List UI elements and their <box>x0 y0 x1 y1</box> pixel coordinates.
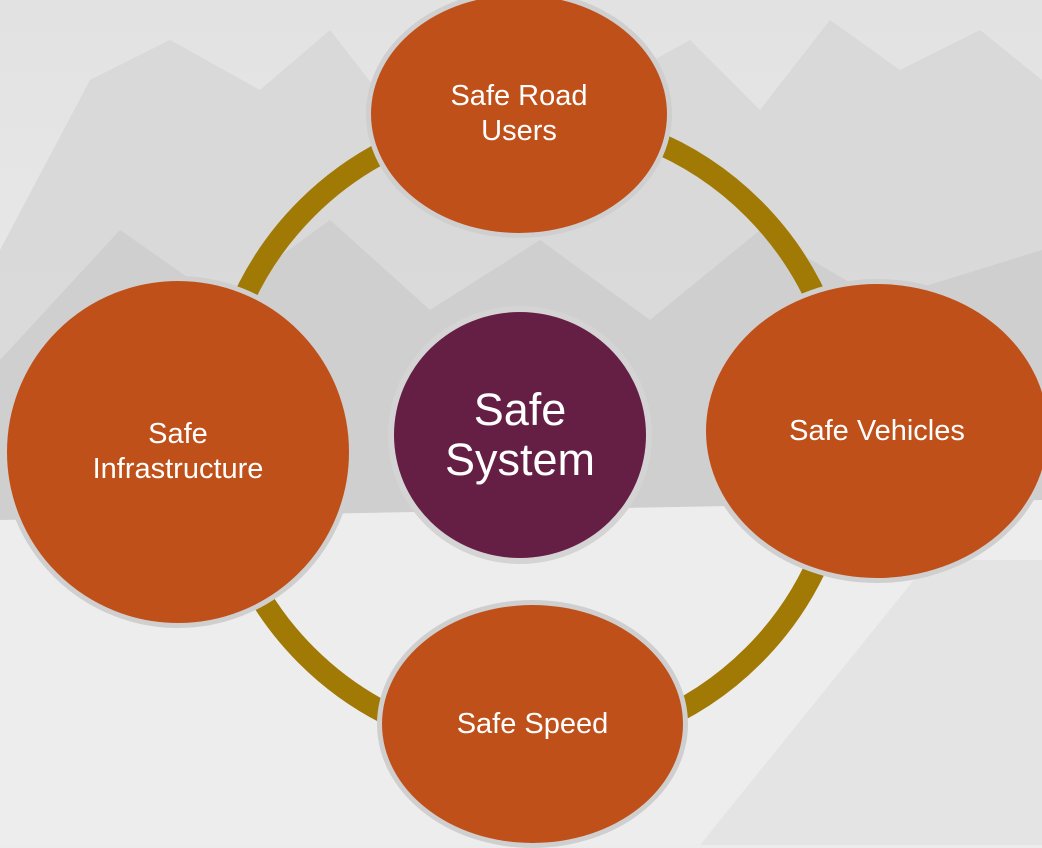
node-safe-infrastructure: Safe Infrastructure <box>2 276 354 628</box>
node-safe-vehicles: Safe Vehicles <box>701 279 1042 583</box>
center-label: Safe System <box>444 383 596 485</box>
node-label: Safe Road Users <box>450 80 588 147</box>
node-label: Safe Speed <box>456 707 609 740</box>
node-safe-system-center: Safe System <box>388 306 652 564</box>
node-label: Safe Vehicles <box>789 414 965 447</box>
node-label: Safe Infrastructure <box>92 418 264 485</box>
node-safe-road-users: Safe Road Users <box>366 0 672 238</box>
node-safe-speed: Safe Speed <box>377 600 688 848</box>
